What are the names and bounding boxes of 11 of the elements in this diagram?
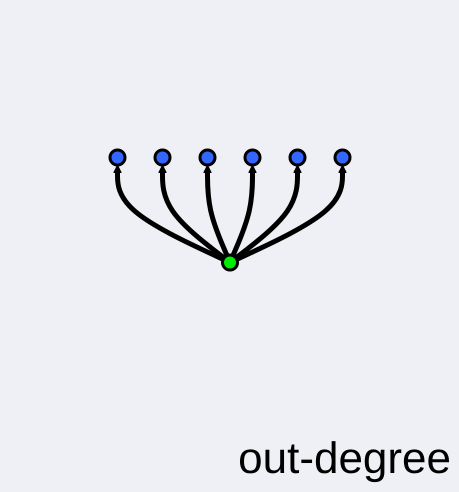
node-circle <box>198 148 216 166</box>
arrow <box>202 164 229 257</box>
node-circle <box>333 148 351 166</box>
node-circle <box>108 148 126 166</box>
arrow <box>112 164 224 262</box>
node-circle <box>153 148 171 166</box>
node-circle <box>220 254 238 272</box>
node-circle <box>243 148 261 166</box>
arrow <box>230 164 256 257</box>
caption-text: out-degree <box>238 434 451 484</box>
node-circle <box>288 148 306 166</box>
